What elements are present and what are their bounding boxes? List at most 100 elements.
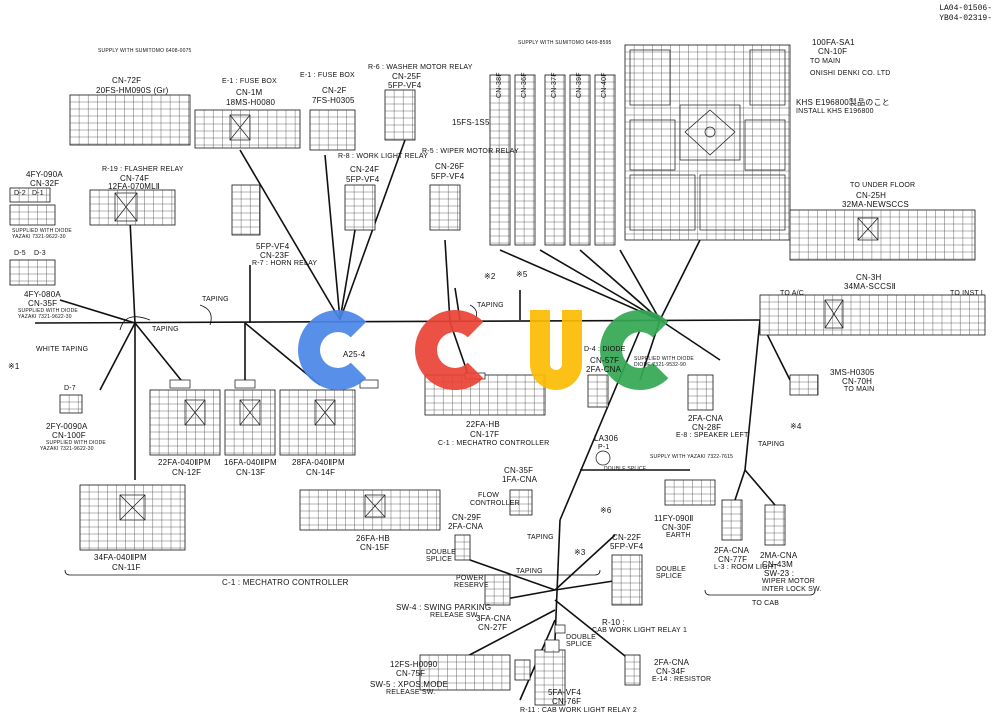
cn35f2-part: 1FA-CNA <box>502 475 538 484</box>
cn32f-id: CN-32F <box>30 179 60 188</box>
cn35f2-flow: FLOW <box>478 492 500 499</box>
cn40f-box <box>594 74 616 246</box>
cn1m-part: 18MS-H0080 <box>226 98 276 107</box>
cn22f-splice: SPLICE <box>656 573 683 580</box>
cn17f-id: CN-17F <box>470 430 500 439</box>
cn25f-id: CN-25F <box>392 72 422 81</box>
cn26f-part: 5FP-VF4 <box>431 172 465 181</box>
d2-label: D-2 <box>14 190 26 197</box>
cn34f-desc: E-14 : RESISTOR <box>652 676 712 683</box>
cn30f-earth: EARTH <box>666 532 691 539</box>
mark-6: ※6 <box>600 506 612 515</box>
d4-label: D-4 : DIODE <box>584 346 626 353</box>
cn70h-part: 3MS-H0305 <box>830 368 875 377</box>
white-taping-label: WHITE TAPING <box>36 346 89 353</box>
cn28f-part: 2FA-CNA <box>688 414 724 423</box>
mark-4: ※4 <box>790 422 802 431</box>
cn43m-desc2: INTER LOCK SW. <box>762 586 822 593</box>
cn75f-sw: SW-5 : XPOS.MODE <box>370 680 449 689</box>
cn30f-box <box>664 479 716 506</box>
cn3h-part: 34MA-SCCSⅡ <box>844 282 896 291</box>
watermark-letter-1 <box>298 310 378 390</box>
cn24f-part: 5FP-VF4 <box>346 175 380 184</box>
cn10f-id: CN-10F <box>818 47 848 56</box>
taping-label-2: TAPING <box>202 296 229 303</box>
cn22f-id: CN-22F <box>612 533 642 542</box>
cn100f-id: CN-100F <box>52 431 86 440</box>
cn43m-desc: WIPER MOTOR <box>762 578 816 585</box>
cn38f-box <box>489 74 511 246</box>
cn26f-note: 15FS-1S5 <box>452 118 490 127</box>
cn27f-id: CN-27F <box>478 623 508 632</box>
cn29f-double: DOUBLE <box>426 549 456 556</box>
cn38f-id: CN-38F <box>496 72 503 98</box>
cn23f-desc: R-7 : HORN RELAY <box>252 260 318 267</box>
mark-2: ※2 <box>484 272 496 281</box>
cn70h-box <box>789 374 819 396</box>
cn29f-part: 2FA-CNA <box>448 522 484 531</box>
cn25f-desc: R-6 : WASHER MOTOR RELAY <box>368 64 473 71</box>
cn11f-part: 34FA-040ⅡPM <box>94 553 147 562</box>
cn57f-part: 2FA-CNA <box>586 365 622 374</box>
cn13f-id: CN-13F <box>236 468 266 477</box>
cn29f-id: CN-29F <box>452 513 482 522</box>
cn12f-id: CN-12F <box>172 468 202 477</box>
cn14f-part: 28FA-040ⅡPM <box>292 458 345 467</box>
cn22f-part: 5FP-VF4 <box>610 542 644 551</box>
watermark-letter-4 <box>600 310 680 390</box>
cn75f-part: 12FS-H0090 <box>390 660 438 669</box>
cn39f-id: CN-39F <box>576 72 583 98</box>
cn72f-part: 20FS-HM090S (Gr) <box>96 86 169 95</box>
cn27f-box <box>484 574 511 606</box>
taping-label-3: TAPING <box>477 302 504 309</box>
cn2f-id: CN-2F <box>322 86 347 95</box>
cn37f-id: CN-37F <box>551 72 558 98</box>
d1-label: D-1 <box>32 190 44 197</box>
cn74f-desc: R-19 : FLASHER RELAY <box>102 166 184 173</box>
cn43m-sw: SW-23 : <box>764 569 795 578</box>
double-splice-label: DOUBLE SPLICE <box>604 466 647 472</box>
drawing-ref: LA04-01506- YB04-02319- <box>939 4 992 23</box>
la306-p: P-1 <box>598 444 610 451</box>
cn39f-box <box>569 74 591 246</box>
cn77f-desc: L-3 : ROOM LIGHT <box>714 564 778 571</box>
cn1m-id: CN-1M <box>236 88 263 97</box>
cn10f-khs: KHS E196800製品のこと <box>796 98 890 107</box>
cn30f-part: 11FY-090Ⅱ <box>654 514 694 523</box>
cn100f-part: 2FY-0090A <box>46 422 88 431</box>
cn3h-box <box>759 294 986 336</box>
cn28f-box <box>687 374 714 411</box>
taping-label-5: TAPING <box>527 534 554 541</box>
cn24f-id: CN-24F <box>350 165 380 174</box>
cn25h-id: CN-25H <box>856 191 887 200</box>
taping-arrow <box>119 316 151 331</box>
cn35f-id: CN-35F <box>28 299 58 308</box>
cn35f2-ctrl: CONTROLLER <box>470 500 520 507</box>
watermark-letter-3 <box>530 310 582 390</box>
cn23f-id: CN-23F <box>260 251 290 260</box>
cn26f-desc: R-5 : WIPER MOTOR RELAY <box>422 148 519 155</box>
cn3h-to-ac: TO A/C <box>780 290 805 297</box>
cn32f-part: 4FY-090A <box>26 170 63 179</box>
cn10f-install: INSTALL KHS E196800 <box>796 108 874 115</box>
cn24f-box <box>344 184 376 231</box>
cn72f-id: CN-72F <box>112 76 142 85</box>
cn22f-r10: R-10 : <box>602 618 625 627</box>
watermark-text: A25-4 <box>343 350 366 359</box>
cn100f-box <box>59 394 83 414</box>
cn1m-desc: E-1 : FUSE BOX <box>222 78 277 85</box>
cn25h-box <box>789 209 976 261</box>
cn76f-desc: R-11 : CAB WORK LIGHT RELAY 2 <box>520 707 637 714</box>
cn23f-box <box>231 184 261 236</box>
cn75f-id: CN-75F <box>396 669 426 678</box>
cn72f-supply: SUPPLY WITH SUMITOMO 6408-0075 <box>98 48 192 54</box>
cn37f-box <box>544 74 566 246</box>
mark-5: ※5 <box>516 270 528 279</box>
d5-label: D-5 <box>14 250 26 257</box>
cn30f-supply: SUPPLY WITH YAZAKI 7322-7615 <box>650 454 734 460</box>
cn36f-id: CN-36F <box>521 72 528 98</box>
cn22f-box <box>611 554 643 606</box>
d5d3-box <box>9 259 56 286</box>
cn29f-splice: SPLICE <box>426 556 453 563</box>
cn77f-part: 2FA-CNA <box>714 546 750 555</box>
